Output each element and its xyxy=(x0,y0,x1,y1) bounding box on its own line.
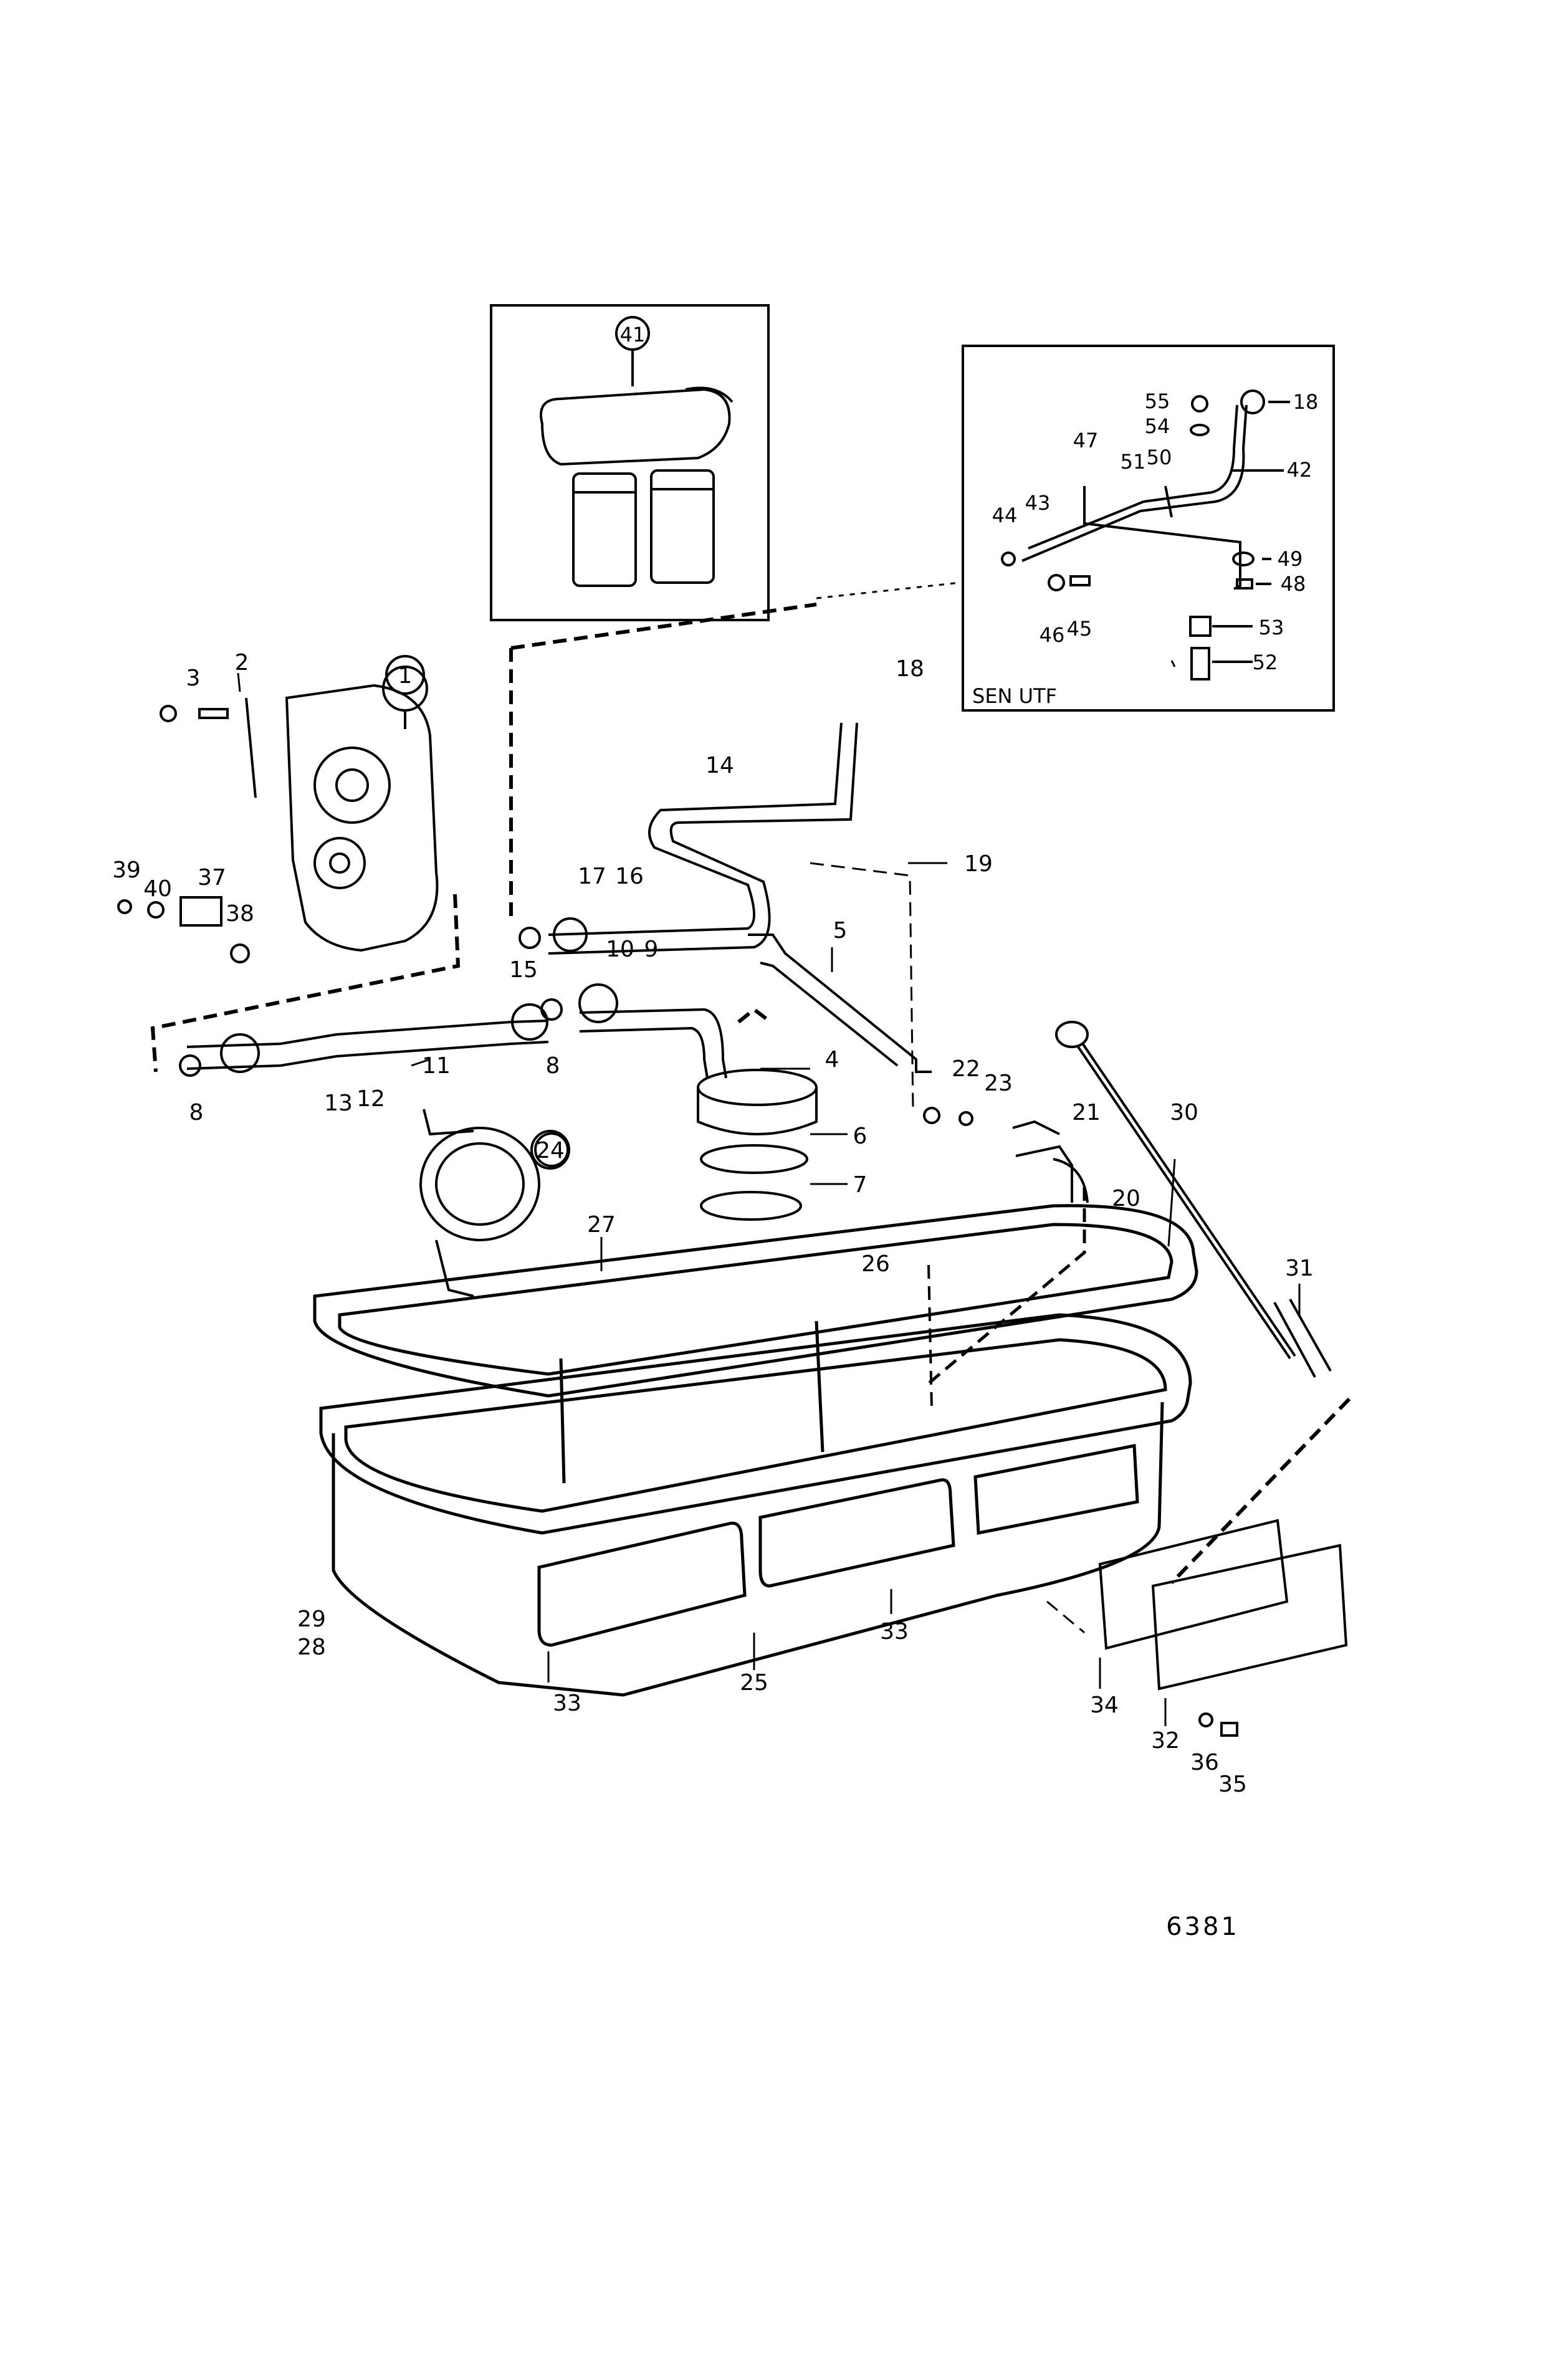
part-label-18-main: 18 xyxy=(896,656,924,682)
part-label-49: 49 xyxy=(1278,547,1303,571)
part-labels: 1 24 41 2 3 4 5 6 7 8 8 9 10 11 12 13 14… xyxy=(112,323,1318,1941)
part-label-33-left: 33 xyxy=(553,1691,581,1716)
part-label-46: 46 xyxy=(1040,623,1065,647)
part-label-23: 23 xyxy=(984,1071,1013,1096)
part-label-36: 36 xyxy=(1190,1750,1219,1775)
oil-pan-gasket xyxy=(313,1204,1198,1398)
leader-lines xyxy=(237,660,1301,1726)
part-label-42: 42 xyxy=(1287,458,1312,482)
part-label-39: 39 xyxy=(112,857,141,883)
part-label-54: 54 xyxy=(1145,414,1170,438)
part-label-44: 44 xyxy=(992,504,1018,527)
part-label-13: 13 xyxy=(324,1091,353,1116)
part-label-51: 51 xyxy=(1121,450,1146,474)
part-label-32: 32 xyxy=(1151,1728,1180,1754)
part-label-7: 7 xyxy=(853,1172,868,1198)
dipstick-assembly xyxy=(1055,1021,1348,1737)
part-label-20: 20 xyxy=(1112,1186,1140,1211)
part-label-34: 34 xyxy=(1090,1692,1119,1718)
timing-gear-housing xyxy=(117,666,439,963)
part-label-31: 31 xyxy=(1285,1256,1314,1281)
part-label-15: 15 xyxy=(509,957,538,983)
part-label-48: 48 xyxy=(1281,572,1306,596)
part-label-33-right: 33 xyxy=(880,1619,909,1645)
figure-number: 6381 xyxy=(1166,1912,1240,1941)
oil-pump xyxy=(419,1109,569,1297)
pipe-bracket-inset-box xyxy=(962,345,1335,712)
suction-pipes xyxy=(179,722,932,1221)
part-label-37: 37 xyxy=(198,865,226,890)
dashed-connections xyxy=(150,581,1351,1634)
part-label-18-inset: 18 xyxy=(1293,390,1319,414)
callout-circle-1 xyxy=(385,655,425,695)
part-label-43: 43 xyxy=(1025,491,1051,515)
part-label-25: 25 xyxy=(740,1670,768,1696)
part-label-19: 19 xyxy=(964,851,993,877)
part-label-12: 12 xyxy=(356,1086,385,1112)
part-label-29: 29 xyxy=(297,1607,326,1632)
part-label-38: 38 xyxy=(226,901,254,927)
part-label-11: 11 xyxy=(422,1053,451,1079)
part-label-41: 41 xyxy=(620,323,646,346)
inset-box-caption: SEN UTF xyxy=(972,684,1057,708)
part-label-28: 28 xyxy=(297,1635,326,1660)
part-label-16: 16 xyxy=(615,864,644,889)
part-label-8-left: 8 xyxy=(189,1100,204,1125)
part-label-50: 50 xyxy=(1147,446,1172,469)
part-label-24: 24 xyxy=(536,1138,565,1163)
part-label-53: 53 xyxy=(1259,616,1284,639)
part-label-9: 9 xyxy=(644,937,659,962)
part-label-6: 6 xyxy=(853,1124,868,1149)
filter-inset-box xyxy=(490,304,770,621)
part-label-5: 5 xyxy=(833,918,848,943)
part-label-35: 35 xyxy=(1218,1772,1247,1797)
part-label-55: 55 xyxy=(1145,389,1170,413)
part-label-2: 2 xyxy=(235,650,249,676)
part-label-3: 3 xyxy=(186,666,201,691)
part-label-21: 21 xyxy=(1072,1100,1101,1125)
part-label-14: 14 xyxy=(705,753,734,778)
part-label-4: 4 xyxy=(825,1047,839,1072)
part-label-10: 10 xyxy=(606,937,634,962)
callout-circle-24 xyxy=(530,1130,570,1170)
part-label-27: 27 xyxy=(587,1212,616,1238)
part-label-40: 40 xyxy=(143,876,172,902)
part-label-47: 47 xyxy=(1073,429,1099,452)
part-label-22: 22 xyxy=(952,1056,980,1082)
part-label-52: 52 xyxy=(1253,651,1278,674)
return-pipe xyxy=(923,1107,1089,1203)
part-label-1: 1 xyxy=(398,663,413,689)
part-label-17: 17 xyxy=(578,864,606,889)
part-label-30: 30 xyxy=(1170,1100,1198,1125)
oil-pan xyxy=(319,1313,1192,1697)
part-label-26: 26 xyxy=(861,1251,890,1277)
part-label-8-right: 8 xyxy=(546,1053,560,1079)
part-label-45: 45 xyxy=(1067,617,1092,641)
